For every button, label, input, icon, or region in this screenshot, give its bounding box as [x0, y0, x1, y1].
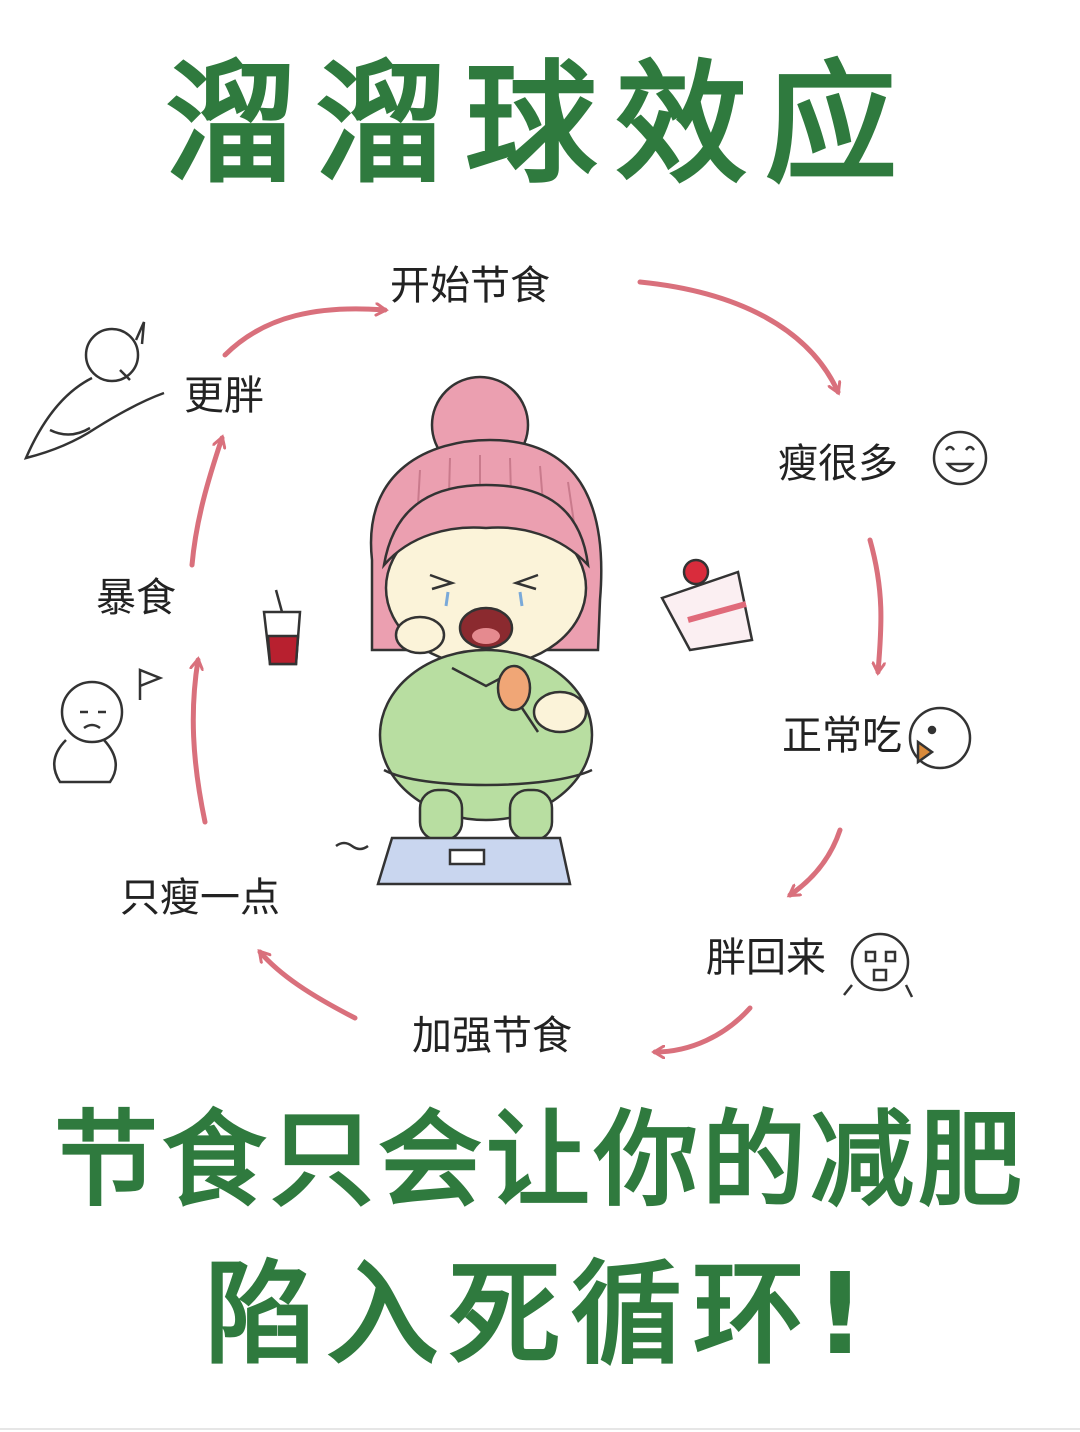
conclusion-line-1: 节食只会让你的减肥 [53, 1099, 1026, 1221]
step-lose-a-little: 只瘦一点 [120, 875, 280, 921]
conclusion-line-2: 陷入死循环! [204, 1250, 876, 1380]
step-stricter-diet: 加强节食 [412, 1013, 572, 1059]
laughing-face-icon [932, 430, 988, 486]
arrow-binge-to-fatter [189, 438, 222, 568]
step-binge: 暴食 [96, 575, 176, 621]
step-gain-more: 更胖 [184, 373, 264, 419]
sad-face-icon [53, 680, 124, 784]
step-lose-a-lot: 瘦很多 [778, 441, 898, 487]
flag-icon [138, 668, 164, 700]
arrow-little-to-binge [193, 660, 208, 825]
running-bird-icon [23, 321, 165, 460]
step-gain-back: 胖回来 [706, 935, 826, 981]
cake-slice-icon [660, 558, 754, 652]
arrow-stricter-to-little [260, 952, 358, 1021]
bottom-divider [0, 1428, 1080, 1430]
arrow-start-to-thin [637, 279, 838, 392]
arrow-normal-to-regain [790, 827, 843, 898]
chick-icon [908, 706, 972, 770]
shocked-face-icon [843, 932, 914, 998]
poster-title: 溜溜球效应 [165, 48, 915, 202]
drink-cup-icon [262, 589, 302, 666]
arrow-regain-to-stricter [655, 1005, 753, 1052]
crying-girl-illustration [335, 375, 603, 886]
cycle-arrows [189, 279, 881, 1052]
arrow-thin-to-normal [867, 537, 881, 672]
step-eat-normally: 正常吃 [782, 713, 902, 759]
step-start-diet: 开始节食 [390, 263, 550, 309]
arrow-fatter-to-start [222, 309, 385, 358]
scale-icon [376, 836, 572, 886]
